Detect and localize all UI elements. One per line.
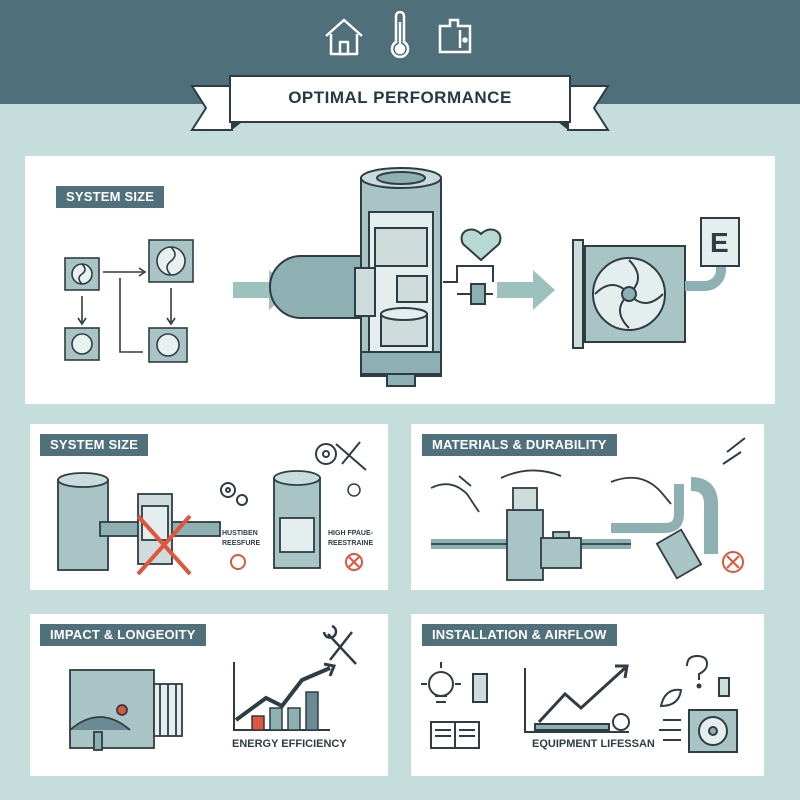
label-right-line2: REESTRAINE xyxy=(328,540,374,547)
materials-tag: MATERIALS & DURABILITY xyxy=(422,434,617,456)
impact-tag: IMPACT & LONGEOITY xyxy=(40,624,206,646)
lightbulb-icon xyxy=(421,662,461,703)
tools-icon xyxy=(322,624,357,665)
title-ribbon xyxy=(190,75,610,131)
label-left-line2: REESFURE xyxy=(222,540,261,547)
label-right-line1: HIGH FPAUE- xyxy=(328,530,373,537)
label-left-line1: HUSTIBEN xyxy=(222,530,258,537)
installation-diagram xyxy=(421,654,738,753)
gear-icon xyxy=(220,441,367,506)
fan-unit-icon xyxy=(659,709,738,753)
system-size-diagram xyxy=(57,441,367,576)
installation-tag: INSTALLATION & AIRFLOW xyxy=(422,624,617,646)
page-title: OPTIMAL PERFORMANCE xyxy=(288,88,512,107)
leaf-icon xyxy=(659,688,683,708)
main-diagram: E xyxy=(64,167,740,387)
thermometer-icon xyxy=(390,10,410,59)
energy-efficiency-caption: ENERGY EFFICIENCY xyxy=(232,738,347,750)
svg-text:E: E xyxy=(710,227,729,258)
question-icon xyxy=(686,654,709,689)
book-icon xyxy=(430,721,480,749)
main-panel-tag: SYSTEM SIZE xyxy=(56,186,165,208)
outdoor-unit-icon xyxy=(64,239,194,363)
house-icon xyxy=(325,18,363,56)
materials-diagram xyxy=(430,437,746,581)
header-icons xyxy=(325,10,472,59)
energy-label-icon: E xyxy=(572,217,740,349)
impact-diagram xyxy=(69,624,357,751)
system-size-tag: SYSTEM SIZE xyxy=(40,434,149,456)
battery-icon xyxy=(472,673,488,703)
wrench-icon xyxy=(722,437,746,465)
appliance-icon xyxy=(438,18,472,54)
heart-icon xyxy=(460,228,502,262)
equipment-lifespan-caption: EQUIPMENT LIFESSAN xyxy=(532,738,655,750)
cylinder-unit xyxy=(269,167,442,387)
